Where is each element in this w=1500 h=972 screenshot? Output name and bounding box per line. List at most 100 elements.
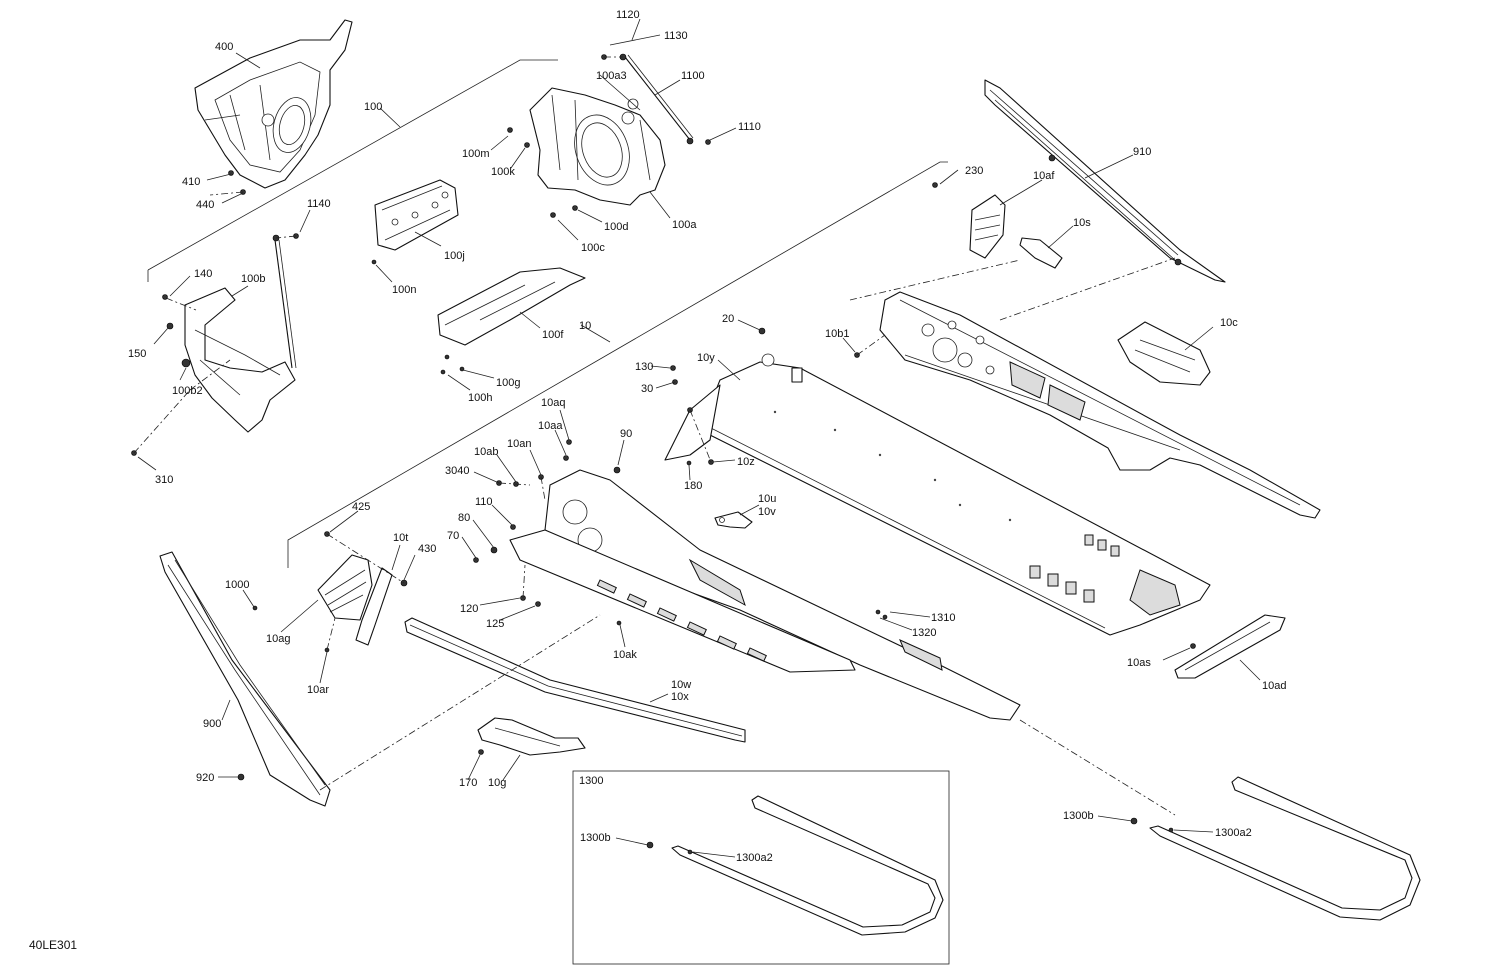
callout-150: 150 bbox=[128, 348, 146, 360]
callout-1110: 1110 bbox=[738, 121, 761, 133]
callout-1300a2: 1300a2 bbox=[1215, 827, 1252, 839]
callout-100a: 100a bbox=[672, 219, 697, 231]
part-10g-bracket bbox=[477, 717, 586, 756]
callout-425: 425 bbox=[352, 501, 370, 513]
callout-1300b: 1300b bbox=[1063, 810, 1094, 822]
callout-10ad: 10ad bbox=[1262, 680, 1286, 692]
callout-labels: 1120 1130 100a3 1100 1110 400 100 100m 1… bbox=[29, 9, 1286, 952]
callout-170: 170 bbox=[459, 777, 477, 789]
callout-70: 70 bbox=[447, 530, 459, 542]
leader-lines bbox=[137, 18, 1261, 858]
callout-100c: 100c bbox=[581, 242, 605, 254]
callout-1140: 1140 bbox=[307, 198, 331, 210]
part-100b-side-frame bbox=[131, 233, 299, 456]
callout-10y: 10y bbox=[697, 352, 715, 364]
part-1300-strip-right bbox=[1130, 776, 1421, 921]
callout-1100: 1100 bbox=[681, 70, 705, 82]
callout-1300b-inset: 1300b bbox=[580, 832, 611, 844]
callout-10t: 10t bbox=[393, 532, 408, 544]
callout-130: 130 bbox=[635, 361, 653, 373]
callout-90: 90 bbox=[620, 428, 632, 440]
callout-10ag: 10ag bbox=[266, 633, 290, 645]
part-10w-trim-strip bbox=[404, 617, 746, 743]
callout-230: 230 bbox=[965, 165, 983, 177]
callout-100b: 100b bbox=[241, 273, 265, 285]
part-10ad-bracket bbox=[1174, 614, 1286, 679]
callout-100m: 100m bbox=[462, 148, 490, 160]
assembly-dash-lines bbox=[133, 56, 1176, 816]
callout-100d: 100d bbox=[604, 221, 628, 233]
inset-box-title: 1300 bbox=[579, 775, 603, 787]
callout-80: 80 bbox=[458, 512, 470, 524]
callout-100k: 100k bbox=[491, 166, 515, 178]
callout-310: 310 bbox=[155, 474, 173, 486]
callout-10u: 10u bbox=[758, 493, 776, 505]
callout-1130: 1130 bbox=[664, 30, 688, 42]
callout-1310: 1310 bbox=[931, 612, 955, 624]
callout-100j: 100j bbox=[444, 250, 465, 262]
callout-900: 900 bbox=[203, 718, 221, 730]
callout-10b1: 10b1 bbox=[825, 328, 849, 340]
tunnel-slots bbox=[1029, 534, 1181, 616]
callout-910: 910 bbox=[1133, 146, 1151, 158]
part-10u-bracket bbox=[714, 511, 753, 529]
part-10s-pad bbox=[1019, 237, 1063, 269]
callout-10aa: 10aa bbox=[538, 420, 563, 432]
callout-100g: 100g bbox=[496, 377, 520, 389]
callout-125: 125 bbox=[486, 618, 504, 630]
callout-10af: 10af bbox=[1033, 170, 1055, 182]
group-bracket-lines bbox=[147, 59, 948, 568]
callout-10v: 10v bbox=[758, 506, 776, 518]
callout-140: 140 bbox=[194, 268, 212, 280]
callout-100: 100 bbox=[364, 101, 382, 113]
part-400-frame-module bbox=[194, 19, 353, 195]
callout-10ar: 10ar bbox=[307, 684, 329, 696]
callout-100n: 100n bbox=[392, 284, 416, 296]
callout-10g: 10g bbox=[488, 777, 506, 789]
part-10af-grille bbox=[932, 182, 1006, 259]
callout-10z: 10z bbox=[737, 456, 755, 468]
part-910-rail bbox=[984, 79, 1226, 283]
running-board-slots bbox=[596, 579, 767, 662]
callout-120: 120 bbox=[460, 603, 478, 615]
callout-920: 920 bbox=[196, 772, 214, 784]
callout-100b2: 100b2 bbox=[172, 385, 203, 397]
callout-3040: 3040 bbox=[445, 465, 469, 477]
diagram-code: 40LE301 bbox=[29, 938, 77, 952]
part-100f-bracket bbox=[437, 267, 586, 375]
callout-10as: 10as bbox=[1127, 657, 1151, 669]
callout-100a3: 100a3 bbox=[596, 70, 627, 82]
part-10ag-grille bbox=[317, 531, 373, 621]
callout-180: 180 bbox=[684, 480, 702, 492]
part-10y-tunnel-plate bbox=[664, 327, 1211, 636]
callout-110: 110 bbox=[475, 496, 493, 508]
callout-10ak: 10ak bbox=[613, 649, 637, 661]
part-10c-bracket bbox=[1117, 321, 1211, 386]
part-100j-plate bbox=[371, 179, 459, 265]
callout-10s: 10s bbox=[1073, 217, 1091, 229]
callout-10ab: 10ab bbox=[474, 446, 498, 458]
callout-430: 430 bbox=[418, 543, 436, 555]
part-side-panel-right bbox=[854, 291, 1321, 519]
callout-30: 30 bbox=[641, 383, 653, 395]
callout-440: 440 bbox=[196, 199, 214, 211]
callout-1000: 1000 bbox=[225, 579, 249, 591]
callout-100h: 100h bbox=[468, 392, 492, 404]
inset-box-1300 bbox=[572, 770, 950, 965]
callout-10c: 10c bbox=[1220, 317, 1238, 329]
callout-10: 10 bbox=[579, 320, 591, 332]
callout-10aq: 10aq bbox=[541, 397, 565, 409]
part-900-rail bbox=[159, 551, 331, 807]
part-10-left-tunnel-side bbox=[473, 439, 1021, 721]
callout-1320: 1320 bbox=[912, 627, 936, 639]
callout-20: 20 bbox=[722, 313, 734, 325]
callout-1300a2-inset: 1300a2 bbox=[736, 852, 773, 864]
callout-10x: 10x bbox=[671, 691, 689, 703]
callout-410: 410 bbox=[182, 176, 200, 188]
callout-1120: 1120 bbox=[616, 9, 640, 21]
callout-100f: 100f bbox=[542, 329, 564, 341]
callout-10an: 10an bbox=[507, 438, 531, 450]
callout-10w: 10w bbox=[671, 679, 691, 691]
callout-400: 400 bbox=[215, 41, 233, 53]
